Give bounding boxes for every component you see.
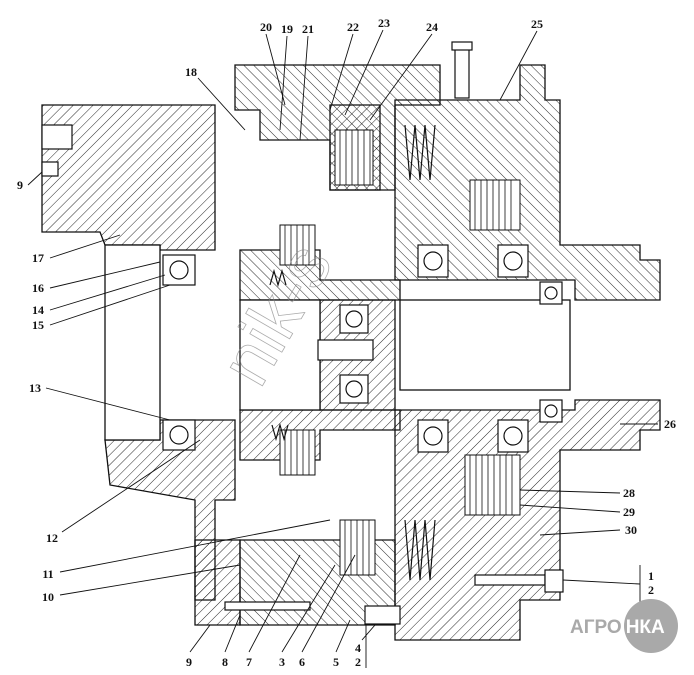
bolts bbox=[41, 41, 564, 625]
callout-9-bottom: 9 bbox=[186, 655, 192, 669]
logo-text-part2: НКА bbox=[625, 617, 665, 638]
callout-25: 25 bbox=[531, 17, 543, 31]
callout-26: 26 bbox=[664, 417, 676, 431]
callout-12: 12 bbox=[46, 531, 58, 545]
callout-16: 16 bbox=[32, 281, 44, 295]
output-shaft-bore bbox=[399, 299, 571, 391]
callout-1: 1 bbox=[648, 569, 654, 583]
input-bore bbox=[239, 299, 321, 411]
callout-10: 10 bbox=[42, 590, 54, 604]
callout-15: 15 bbox=[32, 318, 44, 332]
callout-14: 14 bbox=[32, 303, 44, 317]
leader-lines bbox=[27, 29, 658, 668]
callout-29: 29 bbox=[623, 505, 635, 519]
callout-3: 3 bbox=[279, 655, 285, 669]
callout-21: 21 bbox=[302, 22, 314, 36]
callout-6: 6 bbox=[299, 655, 305, 669]
callout-2-right: 2 bbox=[648, 583, 654, 597]
callout-7: 7 bbox=[246, 655, 252, 669]
callout-28: 28 bbox=[623, 486, 635, 500]
callout-18: 18 bbox=[185, 65, 197, 79]
springs bbox=[269, 124, 436, 581]
callout-24: 24 bbox=[426, 20, 438, 34]
bearings bbox=[162, 244, 563, 453]
central-hub-lower bbox=[239, 409, 401, 461]
callout-4: 4 bbox=[355, 641, 361, 655]
callout-2-bottom: 2 bbox=[355, 655, 361, 669]
bottom-housing-plate bbox=[194, 539, 241, 626]
callout-13: 13 bbox=[29, 381, 41, 395]
callout-30: 30 bbox=[625, 523, 637, 537]
disk-lines bbox=[284, 130, 513, 575]
callout-8: 8 bbox=[222, 655, 228, 669]
logo-text-part1: АГРО bbox=[570, 617, 622, 638]
callout-19: 19 bbox=[281, 22, 293, 36]
logo-circle bbox=[624, 599, 678, 653]
callout-11: 11 bbox=[42, 567, 54, 581]
callout-20: 20 bbox=[260, 20, 272, 34]
left-bore bbox=[104, 244, 161, 441]
callout-17: 17 bbox=[32, 251, 44, 265]
right-housing bbox=[394, 64, 661, 301]
callout-9-top: 9 bbox=[17, 178, 23, 192]
callout-22: 22 bbox=[347, 20, 359, 34]
callout-23: 23 bbox=[378, 16, 390, 30]
callout-5: 5 bbox=[333, 655, 339, 669]
right-housing-lower bbox=[394, 399, 661, 641]
